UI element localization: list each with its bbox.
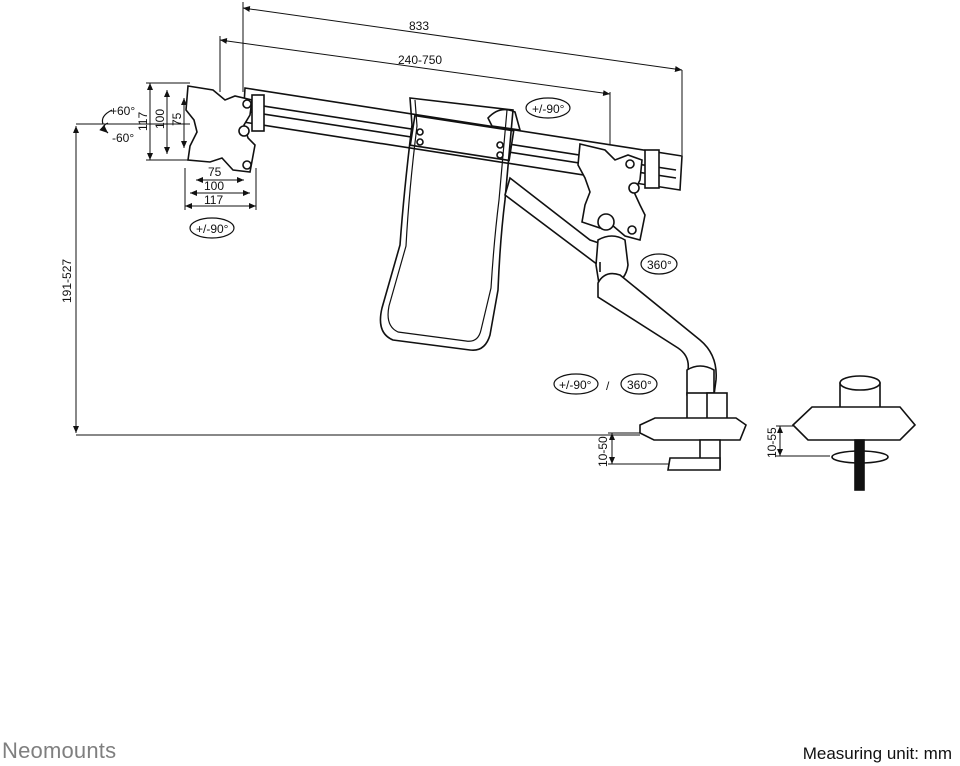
- dim-grommet-range: 10-55: [765, 427, 779, 458]
- rotate-separator: /: [606, 379, 610, 393]
- tilt-down-label: -60°: [112, 131, 134, 145]
- left-rotate-label: +/-90°: [196, 222, 229, 236]
- dim-vesa-100-horizontal: 100: [204, 179, 224, 193]
- measuring-unit: Measuring unit: mm: [802, 744, 952, 763]
- pivot-360-label: 360°: [647, 258, 672, 272]
- right-vesa-plate: [577, 143, 660, 241]
- carry-handle: [379, 97, 514, 352]
- support-arm: [504, 176, 717, 400]
- dim-clamp-range: 10-50: [596, 436, 610, 467]
- dim-vesa-117-horizontal: 117: [204, 193, 223, 207]
- desk-clamp: [639, 392, 747, 471]
- dim-vesa-117-vertical: 117: [136, 112, 150, 131]
- dim-total-width: 833: [409, 19, 429, 33]
- grommet-mount: [791, 375, 917, 491]
- base-360-label: 360°: [627, 378, 652, 392]
- dim-vesa-75-vertical: 75: [170, 112, 184, 126]
- top-rotate-label: +/-90°: [532, 102, 565, 116]
- left-vesa-plate: [185, 85, 265, 173]
- dim-height-range: 191-527: [60, 259, 74, 303]
- dim-arm-range: 240-750: [398, 53, 442, 67]
- dim-vesa-75-horizontal: 75: [208, 165, 222, 179]
- tilt-up-label: +60°: [110, 104, 135, 118]
- brand-logo: Neomounts: [2, 738, 117, 763]
- dim-vesa-100-vertical: 100: [153, 109, 167, 129]
- base-rotate-label: +/-90°: [559, 378, 592, 392]
